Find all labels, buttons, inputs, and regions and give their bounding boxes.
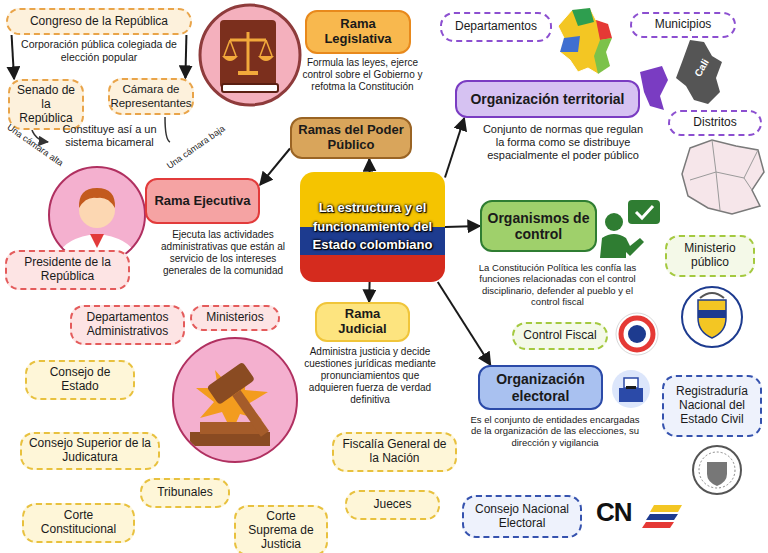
connector-arrow: [260, 149, 290, 185]
curved-arrow: [165, 117, 170, 142]
entity-box: Jueces: [345, 490, 440, 520]
branch-description: Ejecuta las actividades administrativas …: [148, 229, 298, 277]
colombia-map-icon: [558, 8, 612, 74]
node-text: Corte Constitucional: [29, 509, 128, 537]
branch-box: Organismos de control: [480, 200, 597, 252]
node-text: Fiscalía General de la Nación: [339, 438, 450, 466]
description-text: La Constitución Política les confía las …: [470, 262, 645, 308]
node-text: Senado de la República: [15, 84, 77, 125]
node-text: Consejo de Estado: [32, 366, 128, 394]
connector-arrow: [368, 282, 370, 302]
entity-box: Cámara de Representantes: [108, 78, 194, 115]
branch-box: Organización electoral: [478, 365, 603, 410]
node-text: Corte Suprema de Justicia: [241, 510, 321, 551]
entity-box: Registraduría Nacional del Estado Civil: [662, 375, 762, 437]
law-book-icon: [200, 5, 300, 105]
entity-box: Municipios: [630, 12, 736, 38]
node-text: Jueces: [373, 498, 411, 512]
entity-box: Senado de la República: [8, 79, 84, 130]
logo-text: CN: [596, 499, 648, 525]
node-text: Distritos: [693, 116, 736, 130]
entity-box: Control Fiscal: [512, 322, 608, 350]
cali-map-icon: [676, 40, 722, 104]
entity-box: Congreso de la República: [6, 8, 192, 35]
entity-box: Fiscalía General de la Nación: [332, 432, 457, 472]
connector-arrow: [445, 226, 480, 227]
node-text: Rama Judicial: [322, 307, 403, 337]
cne-logo: [642, 505, 682, 528]
connector-arrow: [445, 118, 464, 178]
node-text: Control Fiscal: [523, 329, 596, 343]
node-text: Departamentos Administrativos: [77, 311, 178, 339]
node-text: Ramas del Poder Público: [297, 123, 405, 153]
node-text: Departamentos: [455, 20, 537, 34]
node-text: Organización territorial: [470, 91, 624, 107]
node-text: La estructura y el funcionamiento del Es…: [305, 199, 440, 256]
entity-box: Presidente de la República: [5, 250, 130, 290]
node-text: Municipios: [655, 18, 712, 32]
entity-box: Ministerio público: [665, 235, 755, 277]
branch-box: Rama Ejecutiva: [145, 178, 260, 224]
district-map-icon: [682, 140, 764, 214]
connector-arrow: [368, 159, 370, 172]
gavel-icon: [173, 338, 297, 462]
branch-box: Rama Judicial: [315, 302, 410, 342]
description-text: Es el conjunto de entidades encargadas d…: [470, 414, 640, 448]
fiscal-logo: [616, 313, 658, 355]
node-text: Consejo Superior de la Judicatura: [27, 437, 153, 465]
entity-box: Distritos: [668, 110, 762, 136]
node-text: Organización electoral: [485, 371, 596, 403]
description-text: Conjunto de normas que regulan la forma …: [478, 123, 648, 163]
central-topic: La estructura y el funcionamiento del Es…: [300, 172, 445, 282]
node-text: Congreso de la República: [30, 15, 168, 29]
map-label: Cali: [688, 49, 716, 86]
branch-box: Ramas del Poder Público: [290, 117, 412, 159]
node-text: Ministerio público: [672, 242, 748, 270]
connector-arrow: [12, 35, 15, 79]
entity-box: Ministerios: [190, 305, 280, 331]
entity-box: Consejo Nacional Electoral: [462, 495, 582, 538]
node-text: Consejo Nacional Electoral: [469, 503, 575, 531]
entity-box: Departamentos: [440, 12, 552, 42]
node-text: Ministerios: [206, 311, 263, 325]
ballot-icon: [612, 370, 650, 408]
registry-logo: [693, 446, 741, 494]
entity-box: Departamentos Administrativos: [70, 305, 185, 345]
entity-box: Tribunales: [140, 478, 230, 508]
node-text: Tribunales: [157, 486, 213, 500]
branch-box: Organización territorial: [455, 80, 640, 118]
node-text: Rama Ejecutiva: [154, 194, 250, 209]
entity-box: Consejo de Estado: [25, 360, 135, 400]
node-text: Rama Legislativa: [312, 17, 404, 47]
territory-icon: [640, 66, 668, 110]
entity-box: Corte Suprema de Justicia: [234, 505, 328, 553]
node-text: Registraduría Nacional del Estado Civil: [669, 385, 755, 426]
description-text: Constituye así a un sistema bicameral: [52, 123, 167, 149]
chamber-note: Una cámara baja: [163, 122, 228, 172]
branch-box: Rama Legislativa: [305, 10, 411, 54]
node-text: Presidente de la República: [12, 256, 123, 284]
branch-description: Formula las leyes, ejerce control sobre …: [300, 57, 425, 93]
entity-box: Consejo Superior de la Judicatura: [20, 432, 160, 470]
connector-arrow: [185, 35, 186, 78]
entity-box: Corte Constitucional: [22, 503, 135, 543]
node-text: Cámara de Representantes: [110, 83, 191, 109]
coat-of-arms-logo: [682, 287, 742, 347]
branch-description: Administra justicia y decide cuestiones …: [300, 346, 440, 406]
description-text: Corporación pública colegiada de elecció…: [20, 38, 178, 63]
control-icon: [600, 200, 660, 258]
node-text: Organismos de control: [487, 210, 590, 242]
